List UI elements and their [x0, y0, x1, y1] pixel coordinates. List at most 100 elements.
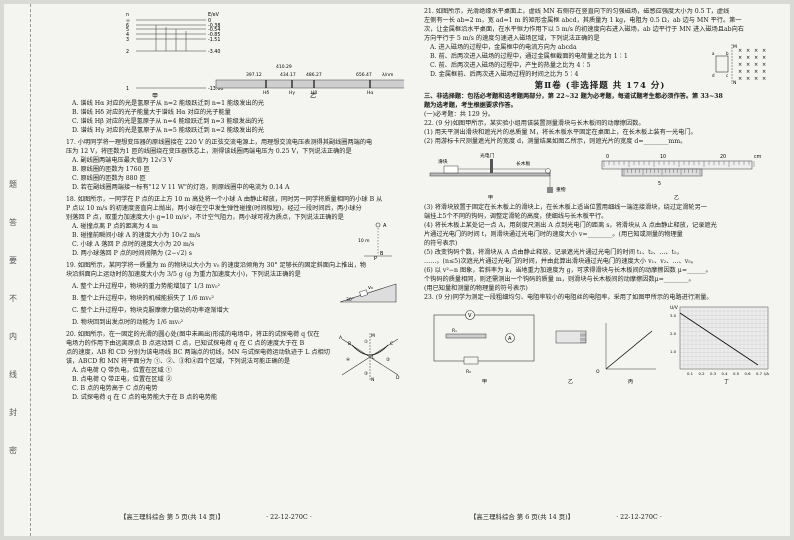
q21-option-d[interactable]: D. 金属框前、后两次进入磁场过程的时间之比为 5∶4	[430, 71, 579, 78]
q22-step-6a: (6) 以 v²−n 图象，若斜率为 k，当地重力加速度为 g，可求得滑块与长木…	[424, 267, 712, 275]
line-ui	[605, 330, 653, 370]
q18-option-c[interactable]: C. 小球 A 落回 P 点时的速度大小为 20 m/s	[72, 241, 195, 248]
q16-option-c[interactable]: C. 谱线 Hβ 对应的光是氢原子从 n=4 能级跃迁到 n=3 能级发出的光	[72, 118, 264, 125]
q17-option-b[interactable]: B. 原线圈的匝数为 1760 匝	[72, 166, 150, 173]
wavelength-label: 434.17	[280, 72, 296, 78]
sec3-line-2: 题为选考题，考生根据要求作答。	[424, 101, 517, 109]
vernier-5: 5	[658, 181, 661, 187]
spectral-line-label: Hγ	[289, 90, 295, 96]
resistor-r0	[463, 356, 479, 365]
y-tick-label: 1.0	[670, 349, 677, 354]
fig16-jia-label: 甲	[152, 93, 158, 100]
q23-label-bing: 丙	[628, 379, 633, 385]
y-tick-label: 2.0	[670, 331, 677, 336]
ammeter-icon	[505, 333, 515, 344]
level-e-label: -0.54	[208, 27, 220, 33]
q20-label-b: B	[348, 341, 351, 347]
q21-stem-4: 方向平行于 5 m/s 的速度匀速进入磁场区域，下列说法正确的是	[424, 35, 600, 42]
fig16-yi-label: 乙	[310, 93, 316, 100]
q18-option-b[interactable]: B. 碰撞前瞬间小球 A 的速度大小为 10√2 m/s	[72, 232, 201, 239]
q22-stem-1: 22. (9 分)如图甲所示，某实验小组用该装置测量滑块与长木板间的动摩擦因数。	[424, 119, 645, 127]
origin-label: O	[596, 369, 600, 375]
q21-option-a[interactable]: A. 进入磁场的过程中，金属框中的电流方向为 abcda	[430, 44, 577, 51]
question-17: 17. 小明同学将一理想变压器的原线圈接在 220 V 的正弦交流电源上，用理想…	[66, 139, 404, 192]
q22-step-4c: 的符号表示)	[424, 240, 458, 248]
q17-option-a[interactable]: A. 副线圈两端电压最大值为 12√3 V	[72, 157, 173, 164]
footer-6-label: 【高三理科综合	[470, 513, 515, 521]
q17-stem-1: 17. 小明同学将一理想变压器的原线圈接在 220 V 的正弦交流电源上，用理想…	[66, 139, 373, 146]
q18-stem-3: 别落回 P 点，取重力加速度大小 g=10 m/s²，不计空气阻力，两小球可视为…	[66, 214, 344, 221]
main-scale	[601, 160, 753, 170]
footer-6-code: · 22-12-270C ·	[616, 513, 662, 521]
page-5-footer: 【高三理科综合 第 5 页(共 14 页)】 · 22-12-270C ·	[120, 512, 312, 521]
q20-region-3: ③	[364, 371, 368, 377]
question-21: 21. 如图所示，光滑绝缘水平桌面上，虚线 MN 右侧存在竖直向下的匀强磁场，磁…	[424, 8, 776, 86]
level-n-label: 5	[126, 27, 129, 33]
q16-option-b[interactable]: B. 谱线 Hδ 对应的光子能量大于谱线 Hα 对应的光子能量	[72, 109, 231, 116]
field-x-mark: ×	[738, 62, 742, 68]
q18-option-a[interactable]: A. 碰撞点离 P 点的距离为 4 m	[72, 223, 158, 230]
wavelength-label: 486.27	[306, 72, 322, 78]
label-jia: 甲	[488, 195, 493, 201]
q20-option-a[interactable]: A. 点电荷 Q 带负电，位置在区域 ①	[72, 367, 172, 374]
q21-magnetic-field-figure: ×××××××××××××××××××× M N a b c d	[712, 44, 766, 86]
scale-20: 20	[720, 154, 726, 160]
q16-option-a[interactable]: A. 谱线 Hα 对应的光是氢原子从 n=2 能级跃迁到 n=1 能级发出的光	[72, 100, 265, 107]
q20-option-b[interactable]: B. 点电荷 Q 带正电，位置在区域 ②	[72, 376, 172, 383]
q18-label-p: P	[374, 256, 377, 260]
q22-step-6b: 个钩码的质量相同，则还需测出一个钩码的质量 m，则滑块与长木板间的动摩擦因数μ=…	[424, 276, 695, 284]
binding-margin	[4, 4, 31, 536]
level-n-label: ∞	[126, 19, 130, 24]
long-board	[429, 172, 551, 177]
q19-option-a[interactable]: A. 整个上升过程中，物块的重力势能增加了 1/3 mv₀²	[72, 283, 220, 290]
question-18: 18. 如图所示，一同学在 P 点的正上方 10 m 高处将一个小球 A 由静止…	[66, 196, 404, 260]
q16-options: A. 谱线 Hα 对应的光是氢原子从 n=2 能级跃迁到 n=1 能级发出的光 …	[66, 100, 404, 135]
question-19: 19. 如图所示，某同学将一质量为 m 的物块以大小为 v₀ 的速度沿倾角为 3…	[66, 262, 404, 327]
question-22-continued: (3) 将滑块放置于固定在长木板上的滑块上，在长木板上适当位置用细线一端连接滑块…	[424, 204, 776, 293]
q20-option-c[interactable]: C. B 点的电势高于 C 点的电势	[72, 385, 158, 392]
q19-option-d[interactable]: D. 物块回到出发点时的动能为 1/6 mv₀²	[72, 319, 184, 326]
label-slider: 滑块	[438, 158, 448, 165]
sec3-line-3: (一)必考题：共 129 分。	[424, 110, 495, 118]
q20-label-l: L	[372, 355, 375, 361]
pulley-icon	[545, 168, 551, 174]
q20-stem-3: 点的速度，AB 和 CD 分别为该电场线 BC 两端点的切线，MN 与试探电荷运…	[66, 349, 330, 356]
q22-step-3a: (3) 将滑块放置于固定在长木板上的滑块上，在长木板上适当位置用细线一端连接滑块…	[424, 204, 707, 212]
level-n-label: 3	[126, 37, 129, 43]
q17-option-d[interactable]: D. 若在副线圈两端接一标有"12 V 11 W"的灯泡，则原线圈中的电流为 0…	[72, 184, 290, 191]
field-x-mark: ×	[746, 48, 750, 54]
q18-label-a: A	[383, 223, 387, 229]
circuit-loop	[433, 314, 535, 362]
level-n-label: 6	[126, 23, 129, 29]
q18-option-d[interactable]: D. 两小球落回 P 点的时间间隔为 (2−√2) s	[72, 250, 192, 257]
q21-option-c[interactable]: C. 前、后两次进入磁场的过程中，产生的热量之比为 4∶5	[430, 62, 591, 69]
q20-option-d[interactable]: D. 试探电荷 q 在 C 点的电势能大于在 B 点的电势能	[72, 394, 218, 401]
q21-option-b[interactable]: B. 前、后两次进入磁场的过程中，通过金属框截面的电荷量之比为 1∶1	[430, 53, 628, 60]
q20-label-n: N	[371, 377, 374, 383]
x-tick-label: 0.2	[699, 371, 706, 376]
scale-10: 10	[660, 154, 666, 160]
q18-label-b: B	[380, 251, 384, 257]
voltmeter-icon	[465, 310, 475, 321]
exam-sheet	[4, 4, 790, 536]
field-x-mark: ×	[762, 76, 766, 82]
binding-char: 内	[9, 332, 17, 341]
q22-step-4b: 片通过光电门的时间 t，则滑块通过光电门时的速度大小 v=________。(用…	[424, 231, 683, 239]
q21-label-n: N	[733, 80, 736, 86]
q18-stem-2: P 点以 10 m/s 的初速度竖直向上抛出，两小球在空中发生弹性碰撞(时间极短…	[66, 205, 362, 212]
q16-option-d[interactable]: D. 谱线 Hγ 对应的光是氢原子从 n=5 能级跃迁到 n=2 能级发出的光	[72, 127, 264, 134]
field-x-mark: ×	[746, 62, 750, 68]
q19-option-c[interactable]: C. 整个上升过程中，物块克服摩擦力做功的功率逐渐增大	[72, 307, 229, 314]
q23-stem: 23. (9 分)同学为测定一段粗细均匀、电阻率较小的电阻丝的电阻率，采用了如图…	[424, 294, 713, 302]
wavelength-label: 397.12	[246, 72, 262, 78]
photogate-icon	[490, 158, 493, 173]
question-20: 20. 如图所示，在一固定的光滑的圆心处(图中未画出)形成的电场中，将正的试探电…	[66, 331, 404, 402]
level-e-label: -0.38	[208, 23, 220, 29]
q21-stem-3: 次，让金属框沿水平桌面，在水平恒力作用下以 5 m/s 的初速度向右进入磁场，a…	[424, 26, 744, 33]
q17-option-c[interactable]: C. 原线圈的匝数为 880 匝	[72, 175, 146, 182]
graph-line	[679, 312, 759, 366]
q22-step-4a: (4) 将长木板上某处记一点 A，用刻度尺测出 A 点到光电门的距离 s，将滑块…	[424, 222, 717, 230]
q19-option-b[interactable]: B. 整个上升过程中，物块的机械能损失了 1/6 mv₀²	[72, 295, 214, 302]
